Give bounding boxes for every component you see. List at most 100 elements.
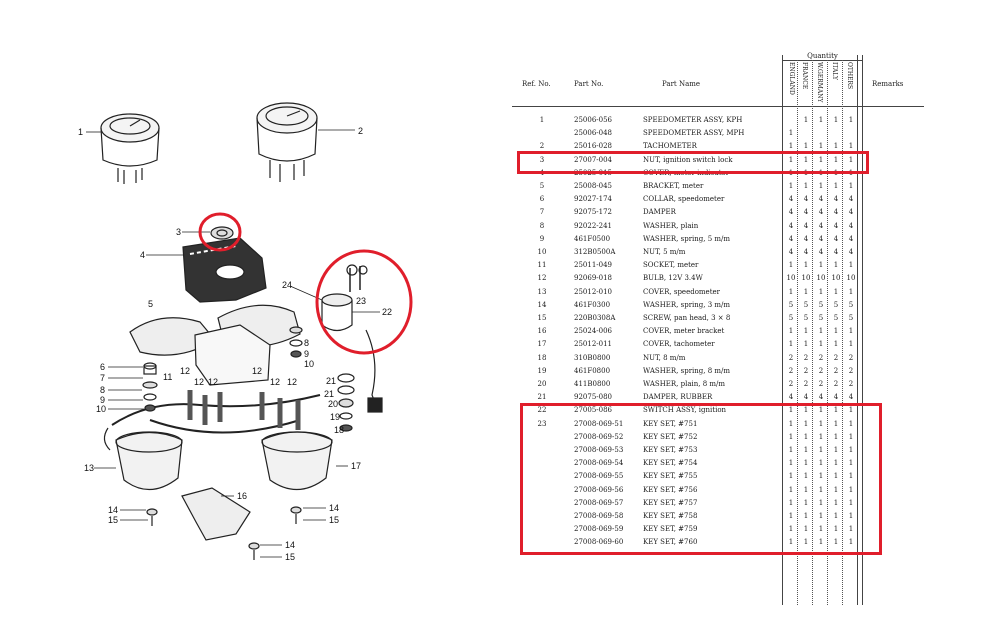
quantity-cell: 1 <box>833 116 839 124</box>
header-part-no: Part No. <box>574 80 604 88</box>
ref-no-cell: 22 <box>537 406 547 415</box>
quantity-cell: 1 <box>818 485 824 494</box>
part-name-cell: KEY SET, #753 <box>643 446 698 454</box>
quantity-cell: 1 <box>788 182 794 190</box>
quantity-cell: 1 <box>848 432 854 441</box>
part-no-cell: 461F0300 <box>574 300 611 309</box>
part-no-cell: 92075-080 <box>574 393 612 402</box>
ref-no-cell: 14 <box>537 300 547 309</box>
quantity-cell: 1 <box>788 261 794 270</box>
quantity-cell: 1 <box>788 538 794 547</box>
quantity-cell: 1 <box>848 459 854 468</box>
quantity-cell: 4 <box>848 393 854 402</box>
quantity-cell: 1 <box>848 182 854 190</box>
rule <box>812 60 813 605</box>
callout-label: 12 <box>270 377 280 387</box>
ref-no-cell: 21 <box>537 393 547 402</box>
callout-label: 12 <box>194 377 204 387</box>
ref-no-cell: 12 <box>537 274 547 283</box>
quantity-cell: 1 <box>818 142 824 151</box>
quantity-cell: 1 <box>833 538 839 547</box>
quantity-cell: 5 <box>833 314 839 322</box>
callout-label: 19 <box>330 412 340 422</box>
quantity-cell: 1 <box>803 142 809 151</box>
quantity-cell: 4 <box>848 208 854 217</box>
ref-no-cell: 17 <box>537 340 547 349</box>
callout-label: 18 <box>334 425 344 435</box>
indicator-cover-drawing <box>182 237 267 303</box>
highlight-circle-switch <box>315 249 413 355</box>
quantity-cell: 1 <box>833 498 839 507</box>
quantity-cell: 1 <box>833 287 839 296</box>
quantity-cell: 1 <box>803 459 809 468</box>
quantity-cell: 5 <box>848 314 854 322</box>
quantity-cell: 1 <box>788 142 794 151</box>
part-no-cell: 27008-069-58 <box>574 512 624 520</box>
rule <box>782 55 783 605</box>
quantity-cell: 2 <box>818 353 824 362</box>
quantity-cell: 1 <box>788 155 794 164</box>
header-ref-no: Ref. No. <box>522 80 551 88</box>
part-no-cell: 27005-086 <box>574 406 612 415</box>
part-name-cell: NUT, 8 m/m <box>643 353 686 362</box>
parts-table: Ref. No. Part No. Part Name Quantity Rem… <box>512 0 952 644</box>
quantity-cell: 2 <box>833 353 839 362</box>
quantity-cell: 4 <box>788 208 794 217</box>
ref-no-cell: 8 <box>539 221 545 230</box>
quantity-cell: 4 <box>833 208 839 217</box>
quantity-cell: 1 <box>818 512 824 520</box>
part-no-cell: 92027-174 <box>574 195 612 204</box>
quantity-cell: 2 <box>818 380 824 388</box>
callout-label: 5 <box>148 299 153 309</box>
quantity-cell: 1 <box>818 155 824 164</box>
part-name-cell: KEY SET, #756 <box>643 485 698 494</box>
quantity-cell: 1 <box>848 116 854 124</box>
part-name-cell: SPEEDOMETER ASSY, MPH <box>643 129 745 138</box>
callout-label: 3 <box>176 227 181 237</box>
meter-bracket-drawing <box>129 304 301 386</box>
quantity-cell: 1 <box>788 327 794 336</box>
quantity-cell: 1 <box>803 287 809 296</box>
quantity-cell: 10 <box>786 274 796 283</box>
quantity-cell: 1 <box>833 432 839 441</box>
quantity-cell: 1 <box>848 498 854 507</box>
ref-no-cell: 11 <box>537 261 547 270</box>
quantity-cell: 1 <box>848 327 854 336</box>
part-no-cell: 461F0500 <box>574 234 611 243</box>
part-no-cell: 27008-069-60 <box>574 538 624 547</box>
quantity-cell: 1 <box>848 525 854 534</box>
part-name-cell: SPEEDOMETER ASSY, KPH <box>643 116 743 124</box>
callout-label: 12 <box>252 366 262 376</box>
quantity-cell: 4 <box>788 248 794 256</box>
quantity-cell: 1 <box>848 419 854 428</box>
quantity-cell: 4 <box>803 221 809 230</box>
rule <box>512 106 924 107</box>
quantity-cell: 1 <box>803 472 809 481</box>
quantity-cell: 4 <box>833 248 839 256</box>
callout-label: 1 <box>78 127 83 137</box>
part-no-cell: 25012-010 <box>574 287 612 296</box>
part-name-cell: KEY SET, #751 <box>643 419 698 428</box>
quantity-cell: 4 <box>803 195 809 204</box>
callout-label: 23 <box>356 296 366 306</box>
callout-label: 15 <box>108 515 118 525</box>
quantity-cell: 1 <box>818 538 824 547</box>
quantity-cell: 5 <box>848 300 854 309</box>
highlight-box-nut-row <box>517 151 869 174</box>
quantity-cell: 1 <box>818 116 824 124</box>
quantity-cell: 4 <box>803 208 809 217</box>
quantity-cell: 1 <box>803 327 809 336</box>
quantity-cell: 1 <box>848 142 854 151</box>
quantity-cell: 4 <box>833 221 839 230</box>
part-name-cell: SCREW, pan head, 3 × 8 <box>643 314 731 322</box>
quantity-cell: 5 <box>818 300 824 309</box>
